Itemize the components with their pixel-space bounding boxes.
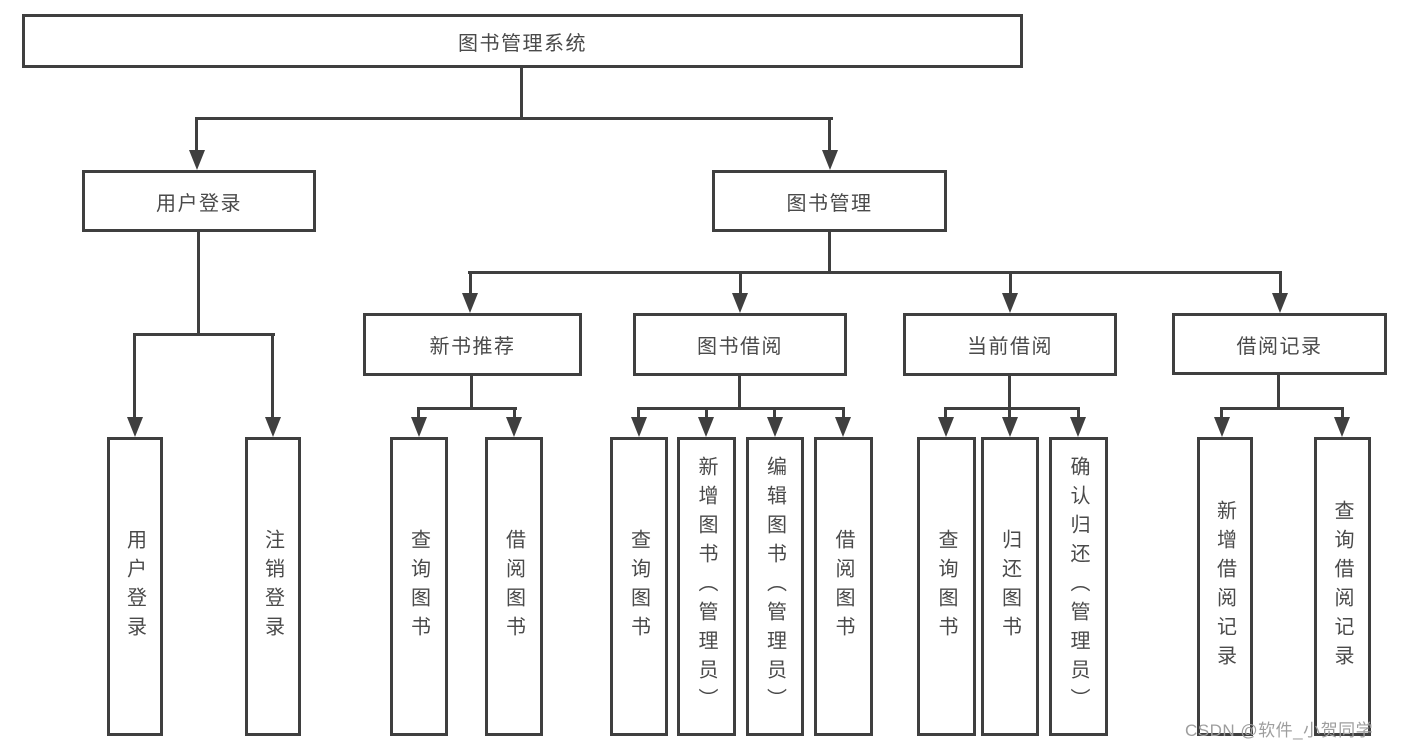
node-book-management: 图书管理 — [712, 170, 947, 232]
leaf-label: 编辑图书（管理员） — [763, 456, 786, 717]
leaf-query-books-borrowing: 查询图书 — [610, 437, 668, 736]
leaf-label: 新增图书（管理员） — [695, 456, 717, 717]
connector — [828, 230, 831, 274]
connector — [470, 374, 473, 410]
connector — [738, 374, 741, 410]
connector — [468, 271, 1282, 274]
connector — [944, 408, 947, 419]
connector — [1277, 373, 1280, 410]
node-user-login: 用户登录 — [82, 170, 316, 232]
node-library-management-system: 图书管理系统 — [22, 14, 1023, 68]
leaf-borrow-books-recommend: 借阅图书 — [485, 437, 543, 736]
node-label: 新书推荐 — [429, 336, 516, 358]
arrow-down — [698, 417, 714, 437]
connector — [944, 407, 1080, 410]
arrow-down — [835, 417, 851, 437]
leaf-query-borrow-record: 查询借阅记录 — [1314, 437, 1371, 736]
arrow-down — [1002, 417, 1018, 437]
leaf-label: 确认归还（管理员） — [1067, 456, 1089, 717]
node-label: 当前借阅 — [967, 336, 1053, 358]
node-label: 图书管理 — [786, 192, 873, 215]
arrow-down — [462, 293, 478, 313]
arrow-down — [1272, 293, 1288, 313]
connector — [705, 408, 708, 419]
leaf-edit-book-admin: 编辑图书（管理员） — [746, 437, 804, 736]
arrow-down — [265, 417, 281, 437]
connector — [1008, 408, 1011, 419]
connector — [828, 118, 831, 152]
arrow-down — [1002, 293, 1018, 313]
arrow-down — [732, 293, 748, 313]
node-current-borrowing: 当前借阅 — [903, 313, 1117, 376]
connector — [271, 334, 274, 419]
node-label: 图书借阅 — [697, 336, 783, 358]
leaf-label: 新增借阅记录 — [1213, 499, 1236, 674]
connector — [197, 230, 200, 336]
leaf-logout: 注销登录 — [245, 437, 301, 736]
leaf-label: 查询图书 — [935, 528, 957, 645]
leaf-user-login: 用户登录 — [107, 437, 163, 736]
watermark: CSDN @软件_小贺同学 — [1185, 721, 1374, 740]
leaf-label: 归还图书 — [998, 528, 1021, 645]
node-label: 图书管理系统 — [458, 32, 587, 55]
arrow-down — [1214, 417, 1230, 437]
node-label: 用户登录 — [156, 192, 242, 215]
leaf-borrow-books: 借阅图书 — [814, 437, 873, 736]
leaf-confirm-return-admin: 确认归还（管理员） — [1049, 437, 1108, 736]
connector — [417, 408, 420, 419]
connector — [195, 118, 198, 152]
arrow-down — [1070, 417, 1086, 437]
arrow-down — [631, 417, 647, 437]
connector — [1220, 407, 1344, 410]
leaf-query-books-current: 查询图书 — [917, 437, 976, 736]
arrow-down — [767, 417, 783, 437]
connector — [637, 408, 640, 419]
connector — [1220, 408, 1223, 419]
connector — [195, 117, 833, 120]
leaf-label: 借阅图书 — [832, 528, 854, 645]
leaf-query-books-recommend: 查询图书 — [390, 437, 448, 736]
leaf-label: 查询图书 — [627, 528, 650, 645]
connector — [1077, 408, 1080, 419]
arrow-down — [1334, 417, 1350, 437]
connector — [842, 408, 845, 419]
arrow-down — [822, 150, 838, 170]
leaf-add-book-admin: 新增图书（管理员） — [677, 437, 736, 736]
connector — [1008, 374, 1011, 410]
connector — [1341, 408, 1344, 419]
node-book-borrowing: 图书借阅 — [633, 313, 847, 376]
leaf-label: 注销登录 — [261, 528, 284, 645]
arrow-down — [506, 417, 522, 437]
arrow-down — [411, 417, 427, 437]
connector — [739, 272, 742, 295]
leaf-label: 查询借阅记录 — [1331, 499, 1353, 674]
node-new-book-recommendation: 新书推荐 — [363, 313, 582, 376]
connector — [513, 408, 516, 419]
leaf-return-books: 归还图书 — [981, 437, 1039, 736]
connector — [1279, 272, 1282, 295]
leaf-label: 用户登录 — [123, 528, 146, 645]
arrow-down — [189, 150, 205, 170]
connector — [469, 272, 472, 295]
connector — [417, 407, 517, 410]
connector — [520, 66, 523, 118]
connector — [1009, 272, 1012, 295]
node-label: 借阅记录 — [1236, 335, 1323, 358]
connector — [637, 407, 845, 410]
arrow-down — [127, 417, 143, 437]
leaf-add-borrow-record: 新增借阅记录 — [1197, 437, 1253, 736]
connector — [133, 333, 275, 336]
connector — [133, 334, 136, 419]
arrow-down — [938, 417, 954, 437]
connector — [773, 408, 776, 419]
leaf-label: 借阅图书 — [502, 528, 525, 645]
node-borrowing-records: 借阅记录 — [1172, 313, 1387, 375]
leaf-label: 查询图书 — [407, 528, 430, 645]
